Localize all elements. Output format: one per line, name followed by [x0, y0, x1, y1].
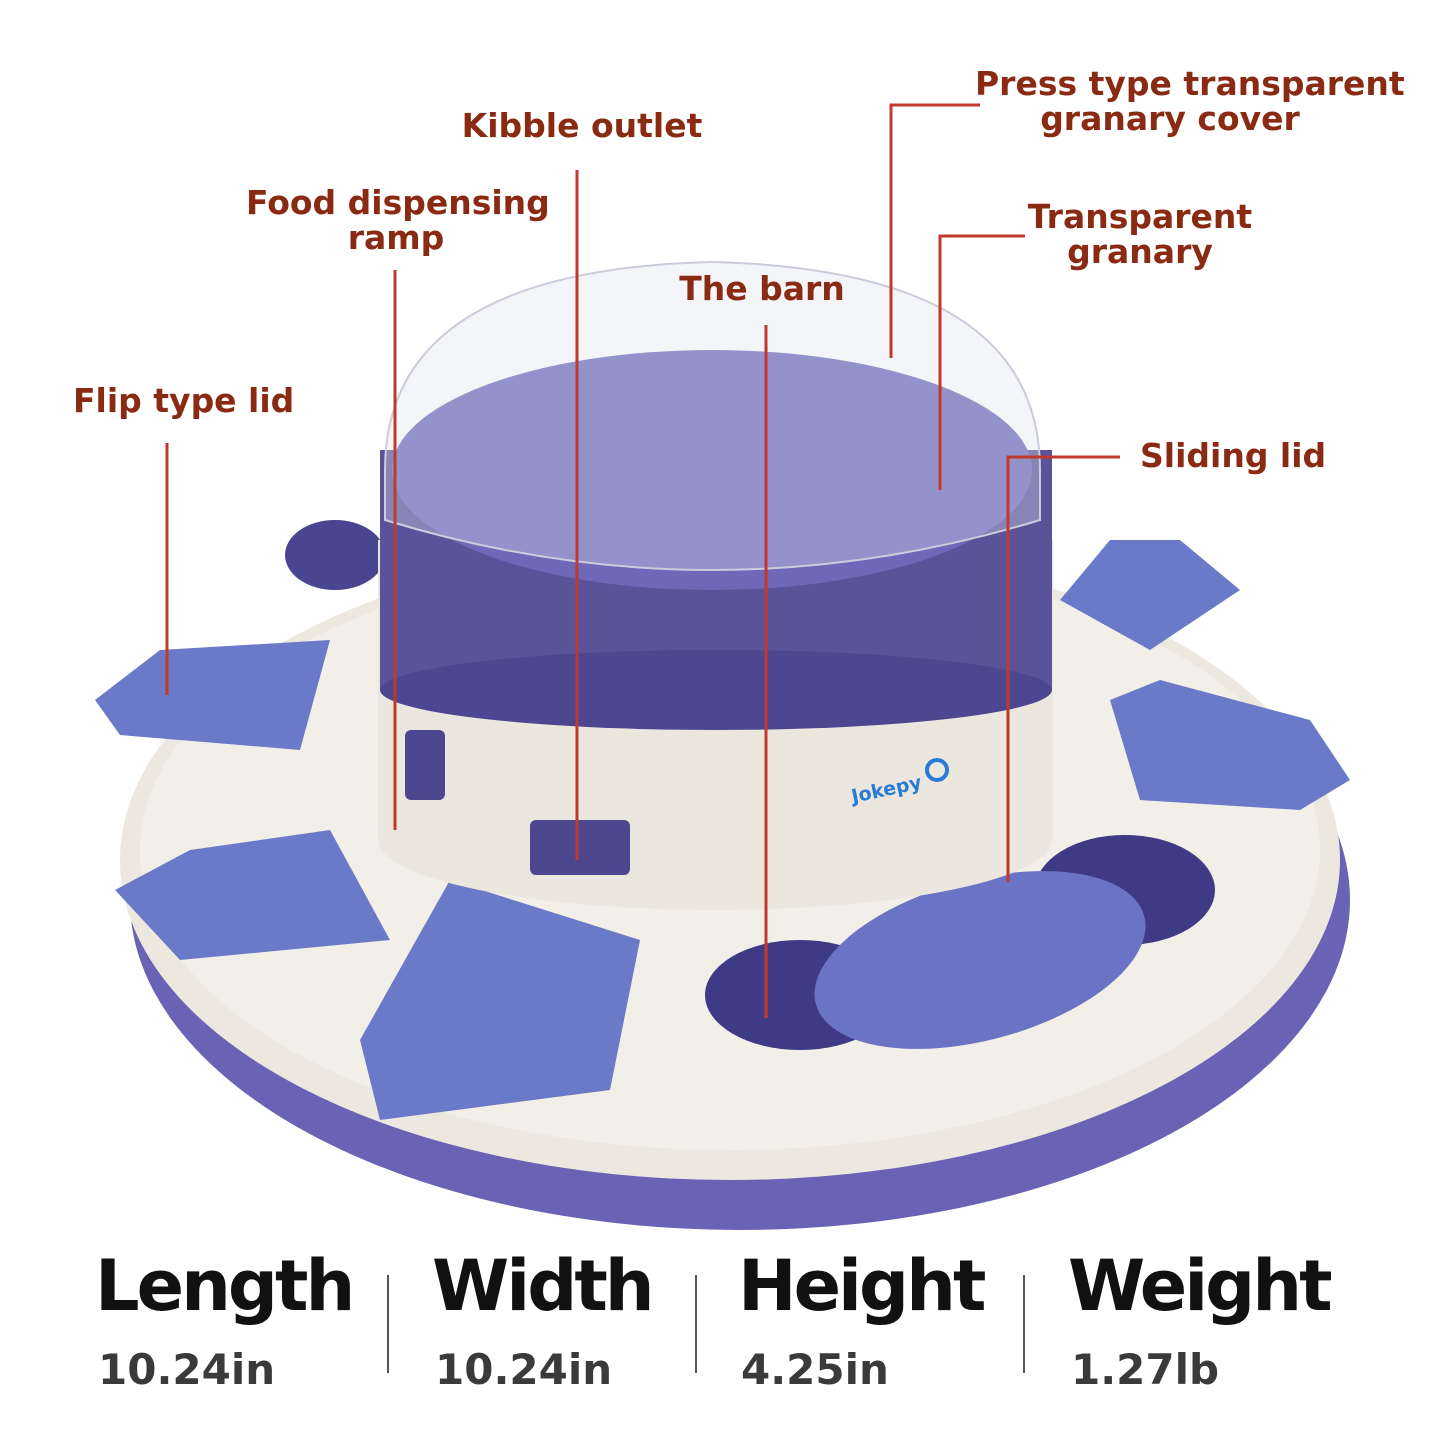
divider — [695, 1275, 697, 1373]
transparent-cover — [384, 260, 1041, 571]
logo-icon — [925, 758, 949, 782]
callout-sliding-lid: Sliding lid — [1140, 436, 1327, 475]
divider — [1023, 1275, 1025, 1373]
barn-bottom — [378, 770, 1052, 910]
divider — [387, 1275, 389, 1373]
dim-label-weight: Weight — [1068, 1245, 1333, 1327]
sliding-lid — [814, 871, 1146, 1049]
dim-label-width: Width — [432, 1245, 655, 1327]
dim-label-length: Length — [95, 1245, 355, 1327]
dim-value-height: 4.25in — [741, 1345, 889, 1394]
flip-lids — [95, 540, 1350, 1120]
outlet — [405, 730, 445, 800]
kibble-outlet — [530, 820, 630, 875]
granary-rim — [380, 650, 1052, 730]
dim-label-height: Height — [738, 1245, 986, 1327]
callout-barn: The barn — [679, 269, 845, 308]
dim-value-length: 10.24in — [98, 1345, 276, 1394]
dim-value-width: 10.24in — [435, 1345, 613, 1394]
granary-top — [392, 350, 1032, 590]
callout-flip-lid: Flip type lid — [73, 381, 295, 420]
dim-value-weight: 1.27lb — [1071, 1345, 1220, 1394]
leader-lines — [165, 103, 1120, 1018]
well — [285, 520, 385, 590]
callout-kibble-outlet: Kibble outlet — [461, 106, 703, 145]
